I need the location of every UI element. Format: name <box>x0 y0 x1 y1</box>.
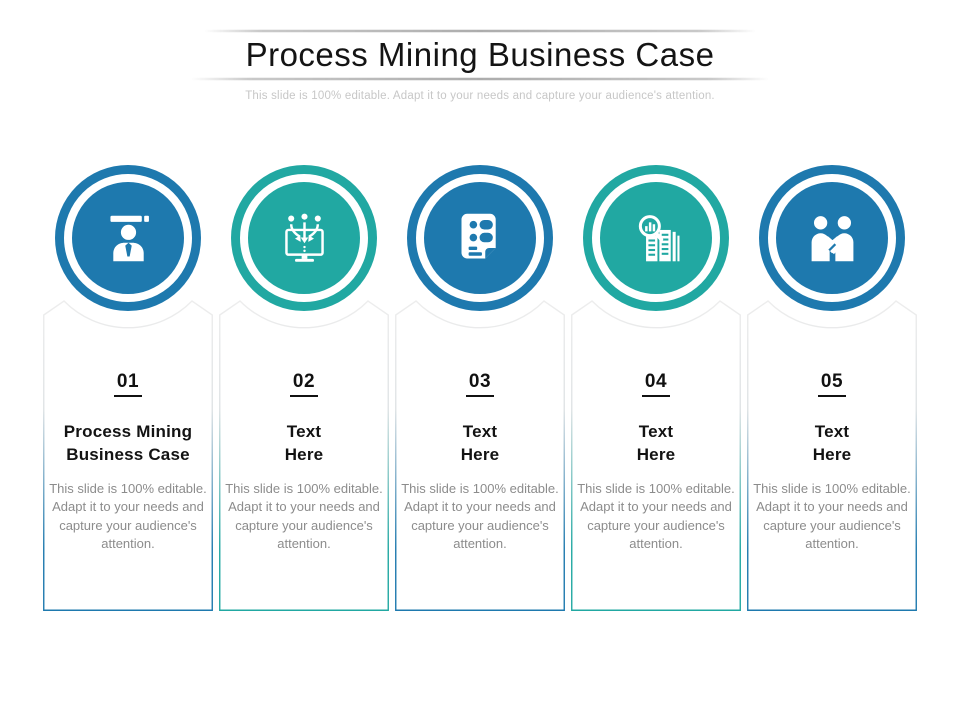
step-card-shape <box>43 165 213 611</box>
step-card: 04 Text Here This slide is 100% editable… <box>573 315 739 609</box>
step-badge <box>583 165 729 311</box>
step-column: 05 Text Here This slide is 100% editable… <box>747 165 917 611</box>
checklist-document-icon <box>461 213 496 258</box>
step-number: 01 <box>113 371 143 397</box>
step-badge <box>231 165 377 311</box>
step-description: This slide is 100% editable. Adapt it to… <box>401 480 559 552</box>
title-divider-top <box>204 30 756 32</box>
slide-header: Process Mining Business Case This slide … <box>0 0 960 102</box>
slide-subtitle: This slide is 100% editable. Adapt it to… <box>245 90 715 102</box>
step-title: Process Mining Business Case <box>63 422 193 464</box>
step-title: Text Here <box>812 422 852 464</box>
step-card-shape <box>219 165 389 611</box>
step-card: 02 Text Here This slide is 100% editable… <box>221 315 387 609</box>
step-number: 02 <box>289 371 319 397</box>
step-number: 04 <box>641 371 671 397</box>
step-card-shape <box>571 165 741 611</box>
step-description: This slide is 100% editable. Adapt it to… <box>753 480 911 552</box>
slide-title: Process Mining Business Case <box>245 36 715 73</box>
step-column: 03 Text Here This slide is 100% editable… <box>395 165 565 611</box>
step-column: 01 Process Mining Business Case This sli… <box>43 165 213 611</box>
step-card: 05 Text Here This slide is 100% editable… <box>749 315 915 609</box>
step-badge <box>55 165 201 311</box>
step-number: 05 <box>817 371 847 397</box>
title-divider-bottom <box>191 78 769 80</box>
step-number: 03 <box>465 371 495 397</box>
step-title: Text Here <box>636 422 676 464</box>
step-badge-core <box>768 174 896 302</box>
step-description: This slide is 100% editable. Adapt it to… <box>225 480 383 552</box>
business-analysis-icon <box>638 214 679 261</box>
steps-row: 01 Process Mining Business Case This sli… <box>0 165 960 611</box>
step-badge-core <box>240 174 368 302</box>
step-description: This slide is 100% editable. Adapt it to… <box>49 480 207 552</box>
step-card-shape <box>747 165 917 611</box>
step-card: 01 Process Mining Business Case This sli… <box>45 315 211 609</box>
handshake-icon <box>811 215 853 261</box>
step-title: Text Here <box>284 422 324 464</box>
step-title: Text Here <box>460 422 500 464</box>
data-to-computer-icon <box>284 213 324 262</box>
step-badge-core <box>64 174 192 302</box>
step-card: 03 Text Here This slide is 100% editable… <box>397 315 563 609</box>
step-badge <box>759 165 905 311</box>
step-column: 02 Text Here This slide is 100% editable… <box>219 165 389 611</box>
step-description: This slide is 100% editable. Adapt it to… <box>577 480 735 552</box>
step-column: 04 Text Here This slide is 100% editable… <box>571 165 741 611</box>
step-card-shape <box>395 165 565 611</box>
step-badge <box>407 165 553 311</box>
manager-person-icon <box>109 215 149 261</box>
step-badge-core <box>592 174 720 302</box>
step-badge-core <box>416 174 544 302</box>
